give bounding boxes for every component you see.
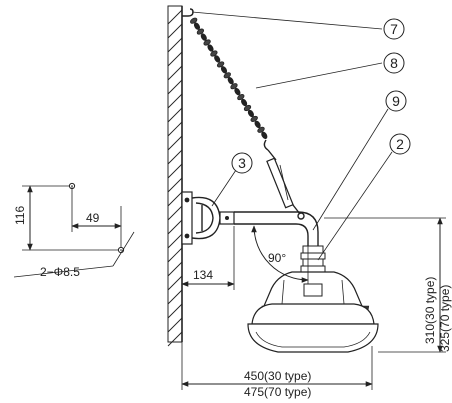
dim-holes: 2−Φ8.5 bbox=[40, 265, 80, 279]
wall-bracket bbox=[181, 191, 235, 245]
wall-hatching bbox=[167, 9, 183, 347]
callout-7: 7 bbox=[191, 11, 405, 40]
svg-text:450(30 type): 450(30 type) bbox=[244, 369, 311, 383]
svg-text:310(30 type): 310(30 type) bbox=[423, 277, 437, 344]
light-fixture bbox=[247, 245, 379, 353]
svg-text:325(70 type): 325(70 type) bbox=[438, 285, 452, 352]
dim-width: 450(30 type) 475(70 type) bbox=[181, 342, 373, 399]
svg-text:475(70 type): 475(70 type) bbox=[244, 385, 311, 399]
svg-text:134: 134 bbox=[193, 268, 213, 282]
callout-8: 8 bbox=[255, 52, 405, 89]
callout-3: 3 bbox=[211, 152, 253, 207]
arm-pipe bbox=[234, 211, 319, 246]
dim-height: 310(30 type) 325(70 type) bbox=[324, 217, 452, 353]
wall bbox=[167, 5, 183, 347]
hole-pattern-detail: 116 49 2−Φ8.5 bbox=[13, 182, 135, 279]
dim-49: 49 bbox=[86, 211, 100, 225]
svg-text:90°: 90° bbox=[268, 251, 286, 265]
chain bbox=[190, 17, 268, 139]
dim-arm-length: 134 bbox=[181, 226, 235, 290]
callout-2: 2 bbox=[317, 133, 411, 261]
svg-text:8: 8 bbox=[390, 55, 398, 71]
svg-text:9: 9 bbox=[392, 93, 400, 109]
turnbuckle bbox=[263, 139, 305, 220]
dim-116: 116 bbox=[13, 206, 27, 225]
angle-90: 90° bbox=[251, 225, 309, 284]
svg-text:3: 3 bbox=[238, 155, 246, 171]
callout-9: 9 bbox=[312, 90, 407, 231]
wall-hook bbox=[182, 8, 194, 17]
svg-text:7: 7 bbox=[390, 21, 398, 37]
svg-text:2: 2 bbox=[396, 136, 404, 152]
